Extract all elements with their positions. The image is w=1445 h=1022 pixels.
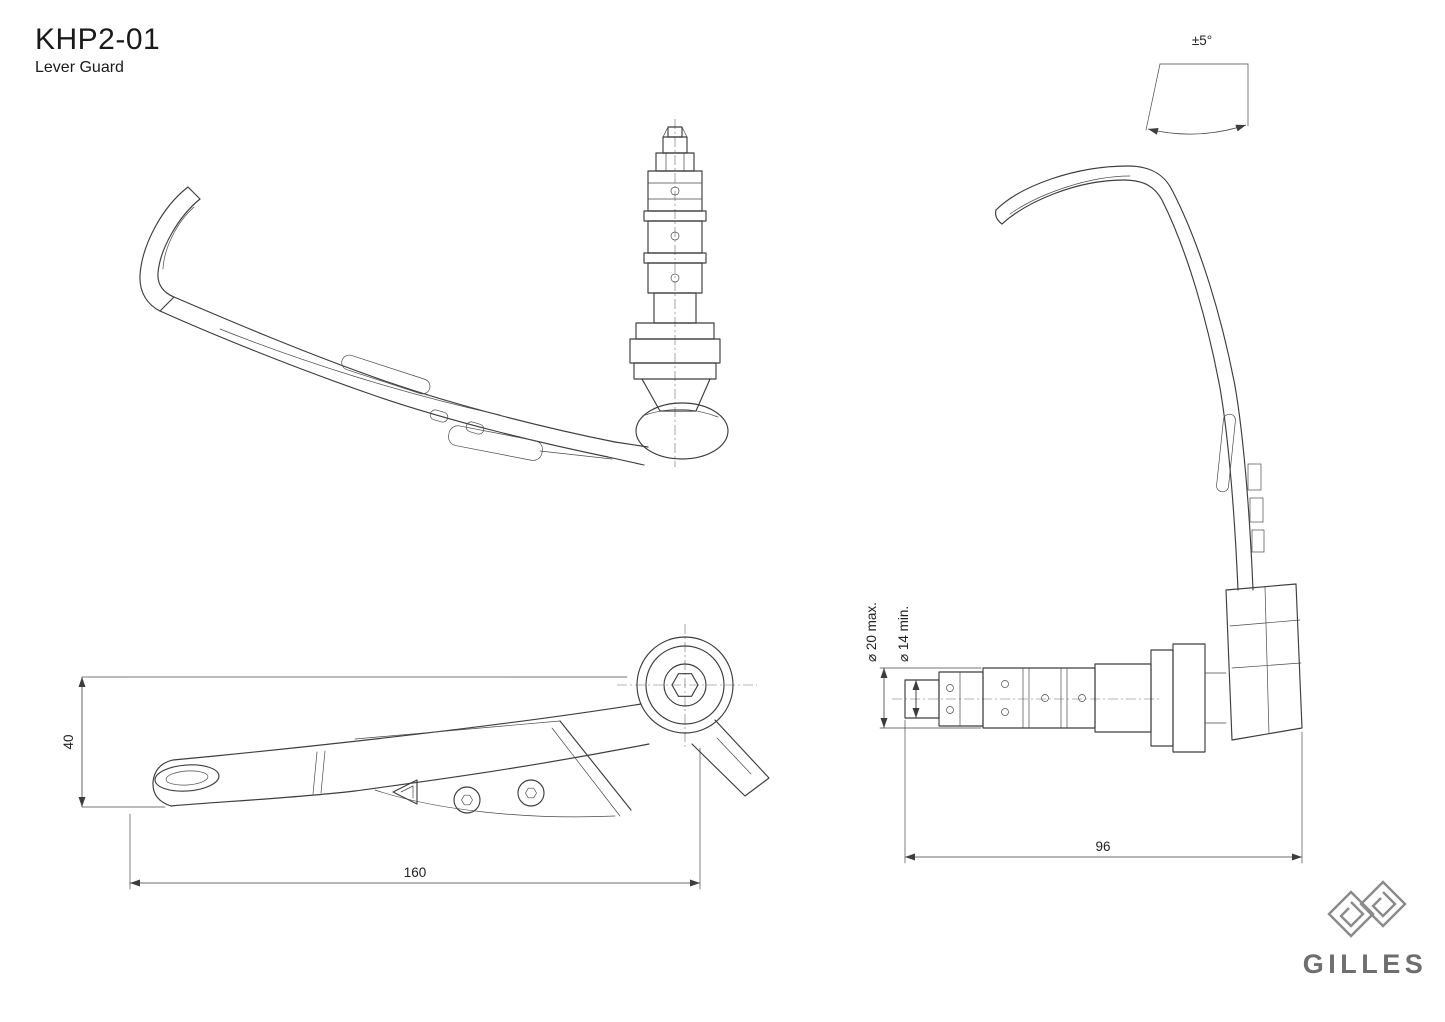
diameter-dimensions: ⌀ 20 max. ⌀ 14 min. [864, 602, 982, 729]
guard-hook [139, 186, 201, 312]
drawing-header: KHP2-01 Lever Guard [35, 24, 160, 77]
pivot-boss [617, 624, 757, 750]
guard-arm [159, 296, 649, 466]
guard-front-outline [995, 165, 1265, 591]
adjuster-tail [691, 719, 770, 797]
height-dimension: 40 [61, 676, 628, 808]
length-dimension: 160 [129, 747, 701, 890]
guard-mount-block [1225, 583, 1303, 741]
lever-guard-top-view [139, 119, 729, 467]
angle-tolerance-dimension: ±5° [1145, 33, 1249, 135]
insert-length-dimension: 96 [904, 719, 1303, 864]
length-label: 160 [404, 865, 427, 880]
part-name: Lever Guard [35, 58, 124, 76]
lever-blade [448, 425, 613, 461]
lever-guard-side-view: 40 160 [61, 624, 770, 890]
part-number: KHP2-01 [35, 23, 161, 56]
min-diameter-label: ⌀ 14 min. [896, 606, 911, 662]
gilles-diamond-mark-icon [1327, 880, 1407, 938]
lever-guard-front-view: ⌀ 20 max. ⌀ 14 min. 96 [864, 165, 1303, 864]
handlebar-insert [892, 643, 1227, 753]
clamp-assembly [629, 119, 729, 467]
brand-logo: GILLES [1290, 874, 1440, 980]
height-label: 40 [61, 734, 76, 749]
lever-arm-side [152, 703, 650, 818]
brand-wordmark: GILLES [1302, 949, 1428, 979]
angle-tolerance-label: ±5° [1192, 33, 1212, 48]
max-diameter-label: ⌀ 20 max. [864, 602, 879, 662]
insert-length-label: 96 [1095, 839, 1110, 854]
angle-dimension-lines [1145, 63, 1249, 135]
